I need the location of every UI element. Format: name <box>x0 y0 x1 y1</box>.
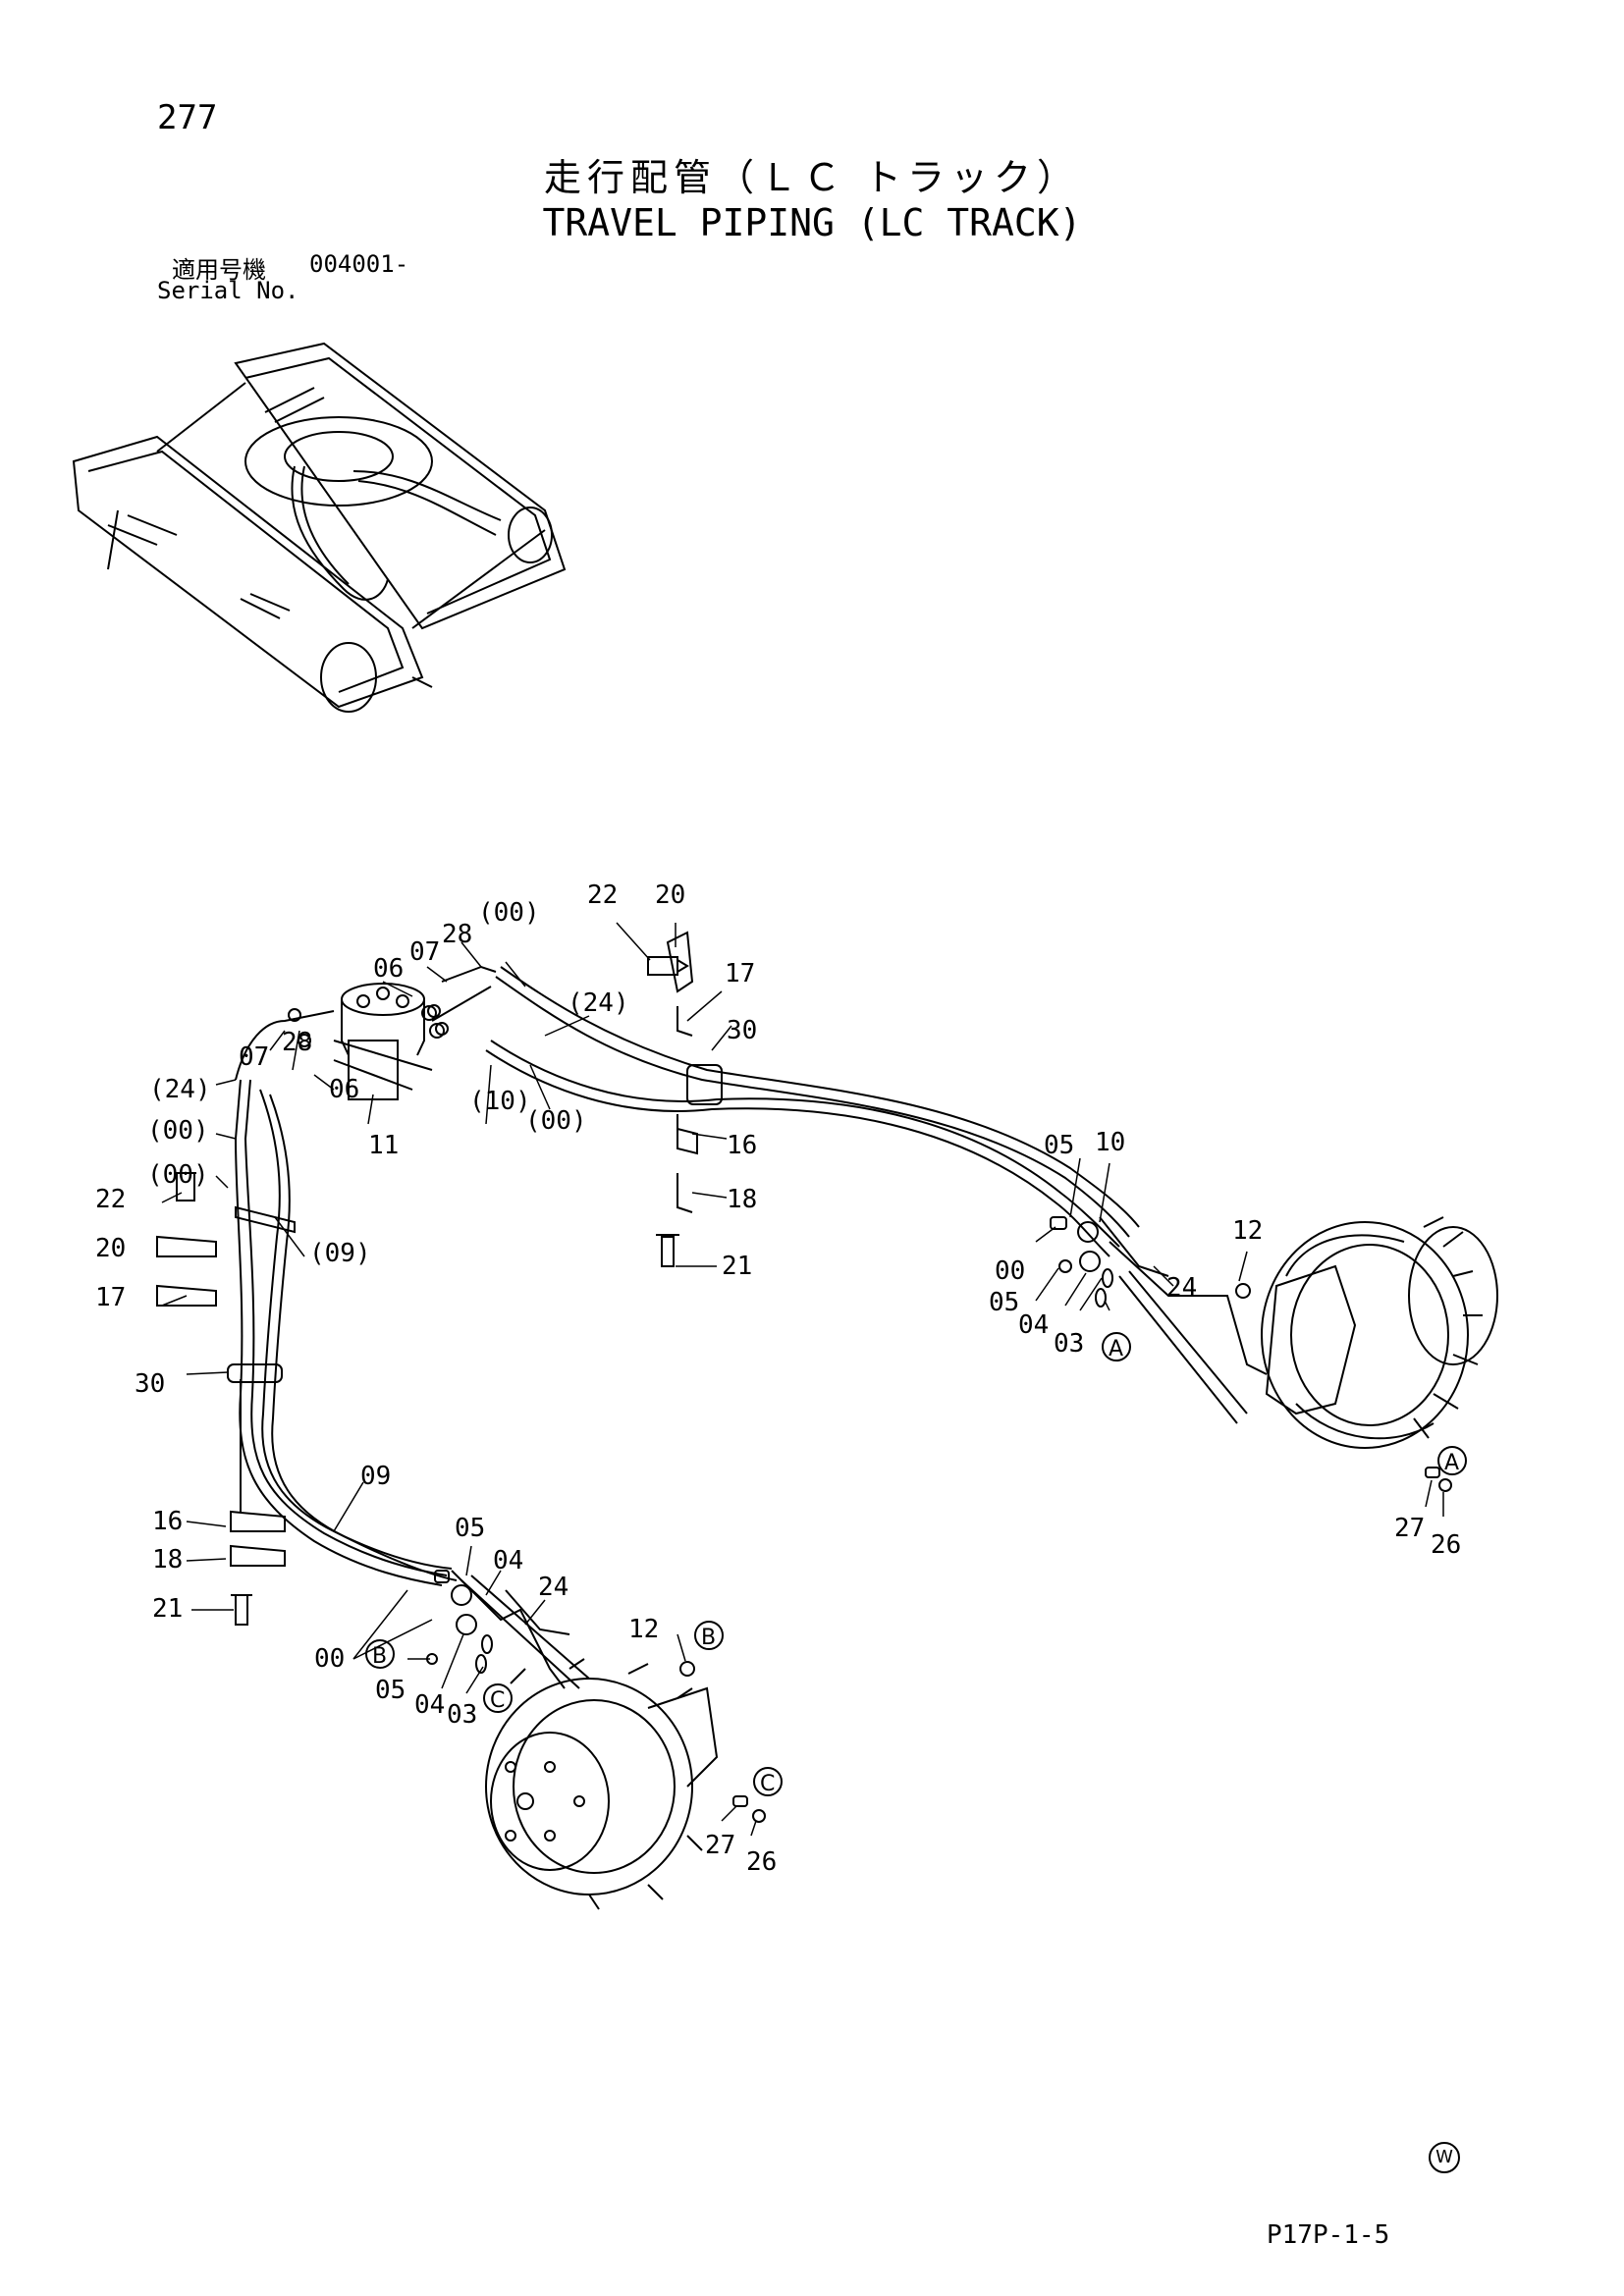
callout-label: 18 <box>727 1185 757 1214</box>
callout-label: 22 <box>95 1185 126 1214</box>
callout-label: (09) <box>309 1239 371 1268</box>
callout-label: 16 <box>152 1507 183 1536</box>
callout-label: 20 <box>95 1234 126 1263</box>
callout-label: 28 <box>282 1028 312 1057</box>
callout-label: 16 <box>727 1131 757 1160</box>
callout-label: 21 <box>152 1594 183 1624</box>
reference-mark-letter: B <box>701 1626 716 1650</box>
serial-label-japanese: 適用号機 <box>172 256 266 284</box>
reference-mark-a: A <box>1102 1332 1131 1362</box>
callout-label: 00 <box>995 1256 1025 1286</box>
center-joint-illustration <box>333 983 445 1100</box>
reference-mark-c: C <box>753 1767 783 1796</box>
callout-label: 27 <box>1394 1514 1425 1543</box>
callout-label: 21 <box>722 1252 752 1281</box>
title-japanese: 走行配管（ＬＣ トラック） <box>543 156 1081 199</box>
callout-label: 10 <box>1095 1128 1125 1157</box>
reference-mark-b: B <box>694 1621 724 1650</box>
callout-label: 09 <box>360 1462 391 1491</box>
reference-mark-c: C <box>483 1683 513 1713</box>
serial-number-value: 004001- <box>309 250 409 278</box>
callout-label: 03 <box>447 1700 477 1730</box>
callout-label: (00) <box>147 1160 209 1190</box>
callout-label: 24 <box>538 1573 568 1602</box>
callout-label: 30 <box>135 1369 165 1399</box>
callout-label: (00) <box>525 1106 587 1136</box>
callout-label: 00 <box>314 1644 345 1674</box>
reference-mark-letter: A <box>1109 1337 1123 1362</box>
callout-label: 24 <box>1166 1273 1197 1303</box>
callout-label: (24) <box>568 988 629 1018</box>
leader-lines <box>161 922 1444 1837</box>
serial-label-english: Serial No. <box>157 277 299 304</box>
callout-label: 06 <box>373 954 404 984</box>
callout-label: 27 <box>705 1831 735 1860</box>
callout-label: 05 <box>455 1514 485 1543</box>
callout-label: (24) <box>149 1075 211 1104</box>
callout-label: 11 <box>368 1131 399 1160</box>
callout-label: 26 <box>746 1847 777 1877</box>
callout-label: 05 <box>989 1288 1019 1317</box>
callout-label: 05 <box>375 1676 406 1705</box>
reference-mark-letter: B <box>372 1644 387 1669</box>
callout-label: 28 <box>442 920 472 949</box>
callout-label: 04 <box>493 1546 523 1575</box>
reference-mark-b: B <box>365 1639 395 1669</box>
callout-label: 18 <box>152 1545 183 1575</box>
callout-label: 06 <box>329 1075 359 1104</box>
undercarriage-overview-illustration <box>72 342 567 713</box>
callout-label: (00) <box>478 898 540 928</box>
page-number: 277 <box>157 98 218 137</box>
travel-motor-left-illustration <box>485 1658 719 1910</box>
drawing-code: P17P-1-5 <box>1267 2220 1390 2250</box>
callout-label: 20 <box>655 881 685 910</box>
callout-label: (00) <box>147 1116 209 1146</box>
fittings-illustration <box>175 956 1452 1823</box>
callout-label: 03 <box>1054 1329 1084 1359</box>
reference-mark-a: A <box>1437 1446 1467 1475</box>
callout-label: 17 <box>725 959 755 988</box>
callout-label: 04 <box>1018 1310 1049 1340</box>
callout-label: (10) <box>469 1087 531 1116</box>
circled-w-mark: W <box>1429 2142 1460 2173</box>
callout-label: 17 <box>95 1283 126 1312</box>
title-english: TRAVEL PIPING (LC TRACK) <box>542 201 1082 244</box>
callout-labels: 22 20 (00) 28 07 06 17 (24) 30 28 07 (24… <box>95 881 1461 1877</box>
callout-label: 05 <box>1044 1131 1074 1160</box>
reference-mark-letter: C <box>760 1772 775 1796</box>
callout-label: 04 <box>414 1690 445 1720</box>
callout-label: 07 <box>239 1042 269 1072</box>
callout-label: 30 <box>727 1016 757 1045</box>
reference-mark-letter: C <box>490 1688 505 1713</box>
hose-bundle-illustration <box>156 931 1268 1689</box>
callout-label: 12 <box>1232 1216 1263 1246</box>
reference-marks: A A B B C C <box>365 1332 1467 1796</box>
travel-motor-right-illustration <box>1261 1216 1498 1449</box>
callout-label: 26 <box>1431 1530 1461 1560</box>
reference-mark-letter: A <box>1444 1451 1459 1475</box>
callout-label: 07 <box>409 937 440 967</box>
callout-label: 22 <box>587 881 618 910</box>
callout-label: 12 <box>628 1615 659 1644</box>
